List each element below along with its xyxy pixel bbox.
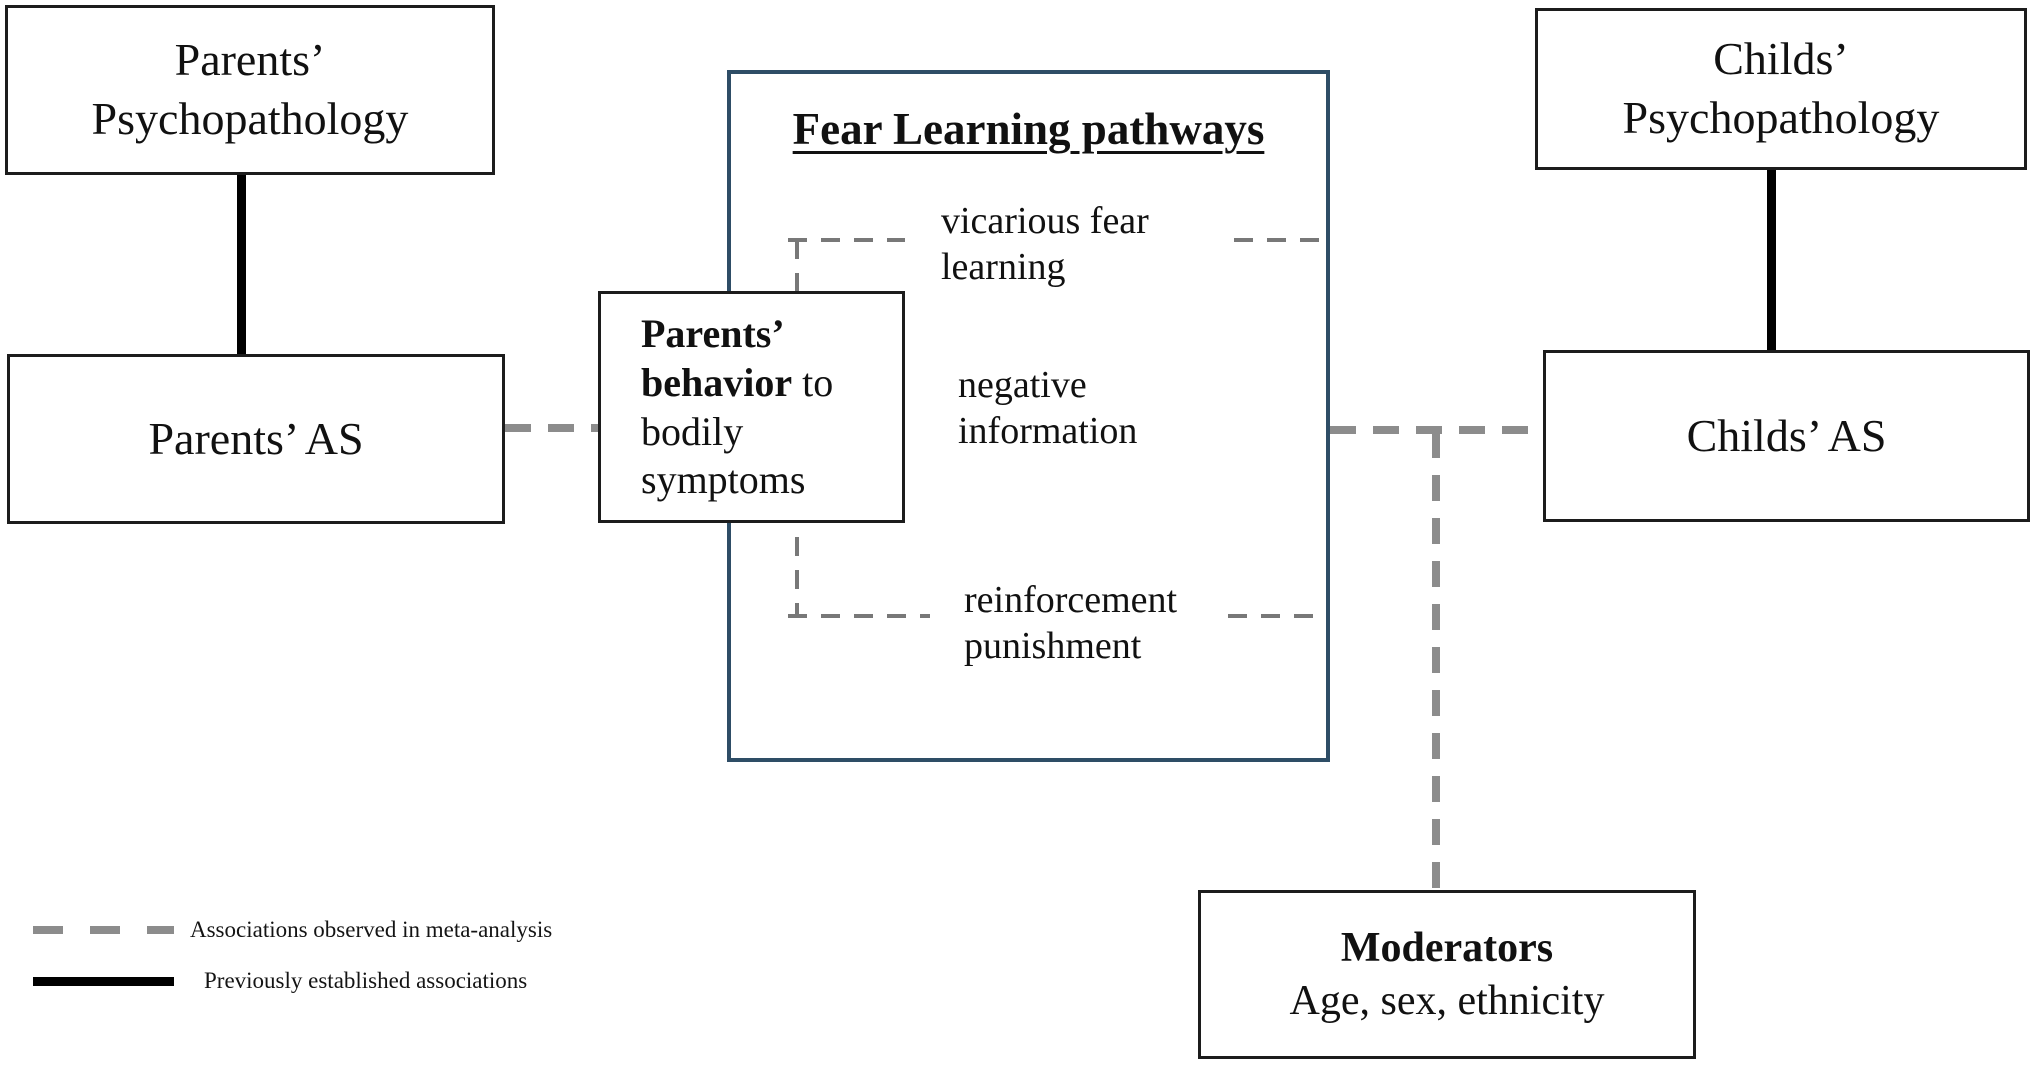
legend-dashed-label: Associations observed in meta-analysis: [190, 917, 553, 942]
connector-center-to-childs-as: [1330, 426, 1543, 434]
parents-behavior-label: Parents’ behavior to bodily symptoms: [641, 310, 873, 505]
childs-psychopathology-box: Childs’ Psychopathology: [1535, 8, 2027, 170]
moderators-title: Moderators: [1340, 925, 1554, 971]
reinforcement-right-dash: [1228, 614, 1327, 618]
connector-parents-psy-to-as: [237, 175, 246, 356]
parents-behavior-bold-text: Parents’ behavior: [641, 311, 793, 405]
moderators-box: Moderators Age, sex, ethnicity: [1198, 890, 1696, 1059]
legend-solid-line-sample: [33, 976, 174, 986]
childs-as-box: Childs’ AS: [1543, 350, 2030, 522]
bracket-vicarious-left-dash: [788, 238, 905, 242]
pathway-negative-information: negative information: [958, 364, 1138, 453]
moderators-subtitle: Age, sex, ethnicity: [1289, 977, 1605, 1024]
connector-childs-psy-to-as: [1767, 168, 1776, 352]
legend-solid-label: Previously established associations: [204, 968, 528, 993]
fear-learning-title: Fear Learning pathways: [792, 104, 1265, 154]
connector-moderators-branch: [1432, 432, 1440, 888]
parents-as-box: Parents’ AS: [7, 354, 505, 524]
pathway-vicarious-fear-learning: vicarious fear learning: [941, 200, 1149, 289]
vicarious-right-dash: [1234, 238, 1328, 242]
bracket-reinforcement-left-dash: [788, 614, 930, 618]
connector-parents-as-to-behavior: [505, 424, 598, 432]
legend-dashed-line-sample: [33, 926, 174, 934]
parents-behavior-box: Parents’ behavior to bodily symptoms: [598, 291, 905, 523]
legend-item-established: Previously established associations: [33, 963, 673, 999]
legend-item-meta-analysis: Associations observed in meta-analysis: [33, 912, 673, 948]
parents-psychopathology-box: Parents’ Psychopathology: [5, 5, 495, 175]
pathway-reinforcement-punishment: reinforcement punishment: [964, 579, 1178, 668]
parents-behavior-rest-text: to bodily symptoms: [641, 359, 834, 503]
